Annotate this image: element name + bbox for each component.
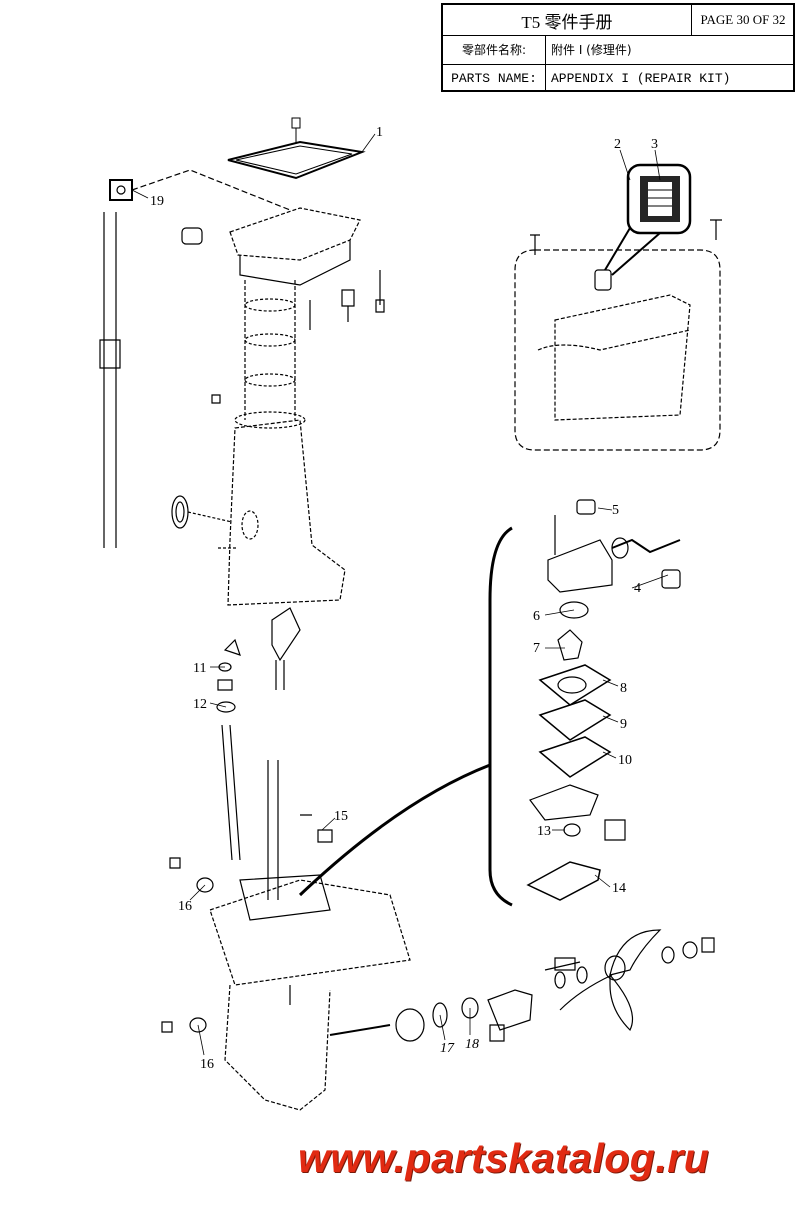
title-row-2: 零部件名称: 附件 I (修理件): [443, 35, 793, 65]
callout-13: 13: [537, 824, 551, 839]
callout-8: 8: [620, 681, 627, 696]
part-name-label-cn: 零部件名称:: [461, 43, 527, 57]
callout-10: 10: [618, 753, 632, 768]
callout-17: 17: [440, 1041, 455, 1056]
part-name-value-cn: 附件 I (修理件): [551, 43, 632, 57]
model-title: T5 零件手册: [521, 12, 613, 32]
callout-11: 11: [193, 661, 206, 676]
callout-1: 1: [376, 125, 383, 140]
callout-labels: 1 2 3 4 5 6 7 8 9 10 11 12 13 14 15 16 1…: [150, 125, 658, 1072]
leader-lines: [131, 133, 669, 1056]
callout-16-upper: 16: [178, 899, 192, 914]
callout-18: 18: [465, 1037, 479, 1052]
title-row-3: PARTS NAME: APPENDIX I (REPAIR KIT): [443, 64, 793, 92]
callout-15: 15: [334, 809, 348, 824]
detail-inset: [514, 163, 722, 451]
callout-16-lower: 16: [200, 1057, 214, 1072]
callout-6: 6: [533, 609, 540, 624]
callout-3: 3: [651, 137, 658, 152]
callout-5: 5: [612, 503, 619, 518]
callout-14: 14: [612, 881, 626, 896]
callout-4: 4: [634, 581, 641, 596]
title-row-1: T5 零件手册 PAGE 30 OF 32: [443, 5, 793, 36]
water-pump-exploded: [298, 499, 681, 907]
callout-2: 2: [614, 137, 621, 152]
callout-12: 12: [193, 697, 207, 712]
upper-casing-assembly: [99, 117, 385, 606]
callout-9: 9: [620, 717, 627, 732]
part-name-label-en: PARTS NAME:: [451, 70, 537, 86]
callout-19: 19: [150, 194, 164, 209]
page-number: PAGE 30 OF 32: [700, 12, 786, 27]
title-block: T5 零件手册 PAGE 30 OF 32 零部件名称: 附件 I (修理件) …: [441, 3, 795, 92]
part-19-clip: [109, 179, 133, 201]
lower-unit-assembly: [161, 607, 715, 1111]
callout-7: 7: [533, 641, 540, 656]
part-name-value-en: APPENDIX I (REPAIR KIT): [551, 70, 731, 86]
watermark-text: www.partskatalog.ru: [298, 1135, 710, 1181]
